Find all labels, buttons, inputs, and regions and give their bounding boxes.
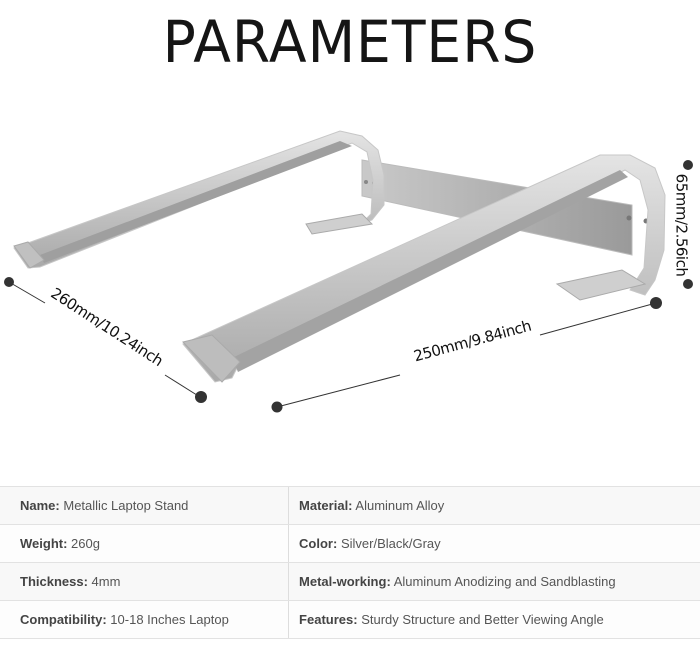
table-row: Weight: 260g Color: Silver/Black/Gray bbox=[0, 524, 700, 563]
spec-color: Color: Silver/Black/Gray bbox=[288, 524, 700, 563]
spec-name: Name: Metallic Laptop Stand bbox=[0, 486, 289, 525]
laptop-stand-illustration bbox=[4, 130, 693, 413]
spec-material: Material: Aluminum Alloy bbox=[288, 486, 700, 525]
table-row: Compatibility: 10-18 Inches Laptop Featu… bbox=[0, 600, 700, 639]
spec-weight: Weight: 260g bbox=[0, 524, 289, 563]
spec-metal-working: Metal-working: Aluminum Anodizing and Sa… bbox=[288, 562, 700, 601]
spec-features: Features: Sturdy Structure and Better Vi… bbox=[288, 600, 700, 639]
dimension-width-line bbox=[271, 297, 662, 413]
spec-compatibility: Compatibility: 10-18 Inches Laptop bbox=[0, 600, 289, 639]
page-title: PARAMETERS bbox=[162, 8, 538, 76]
dimension-height-label: 65mm/2.56ich bbox=[672, 173, 691, 277]
specs-table: Name: Metallic Laptop Stand Material: Al… bbox=[0, 486, 700, 639]
dimension-length-line bbox=[4, 277, 207, 403]
table-row: Name: Metallic Laptop Stand Material: Al… bbox=[0, 486, 700, 525]
left-foot bbox=[305, 213, 374, 235]
table-row: Thickness: 4mm Metal-working: Aluminum A… bbox=[0, 562, 700, 601]
dimension-height-line bbox=[683, 160, 693, 289]
spec-thickness: Thickness: 4mm bbox=[0, 562, 289, 601]
right-foot bbox=[555, 269, 647, 301]
